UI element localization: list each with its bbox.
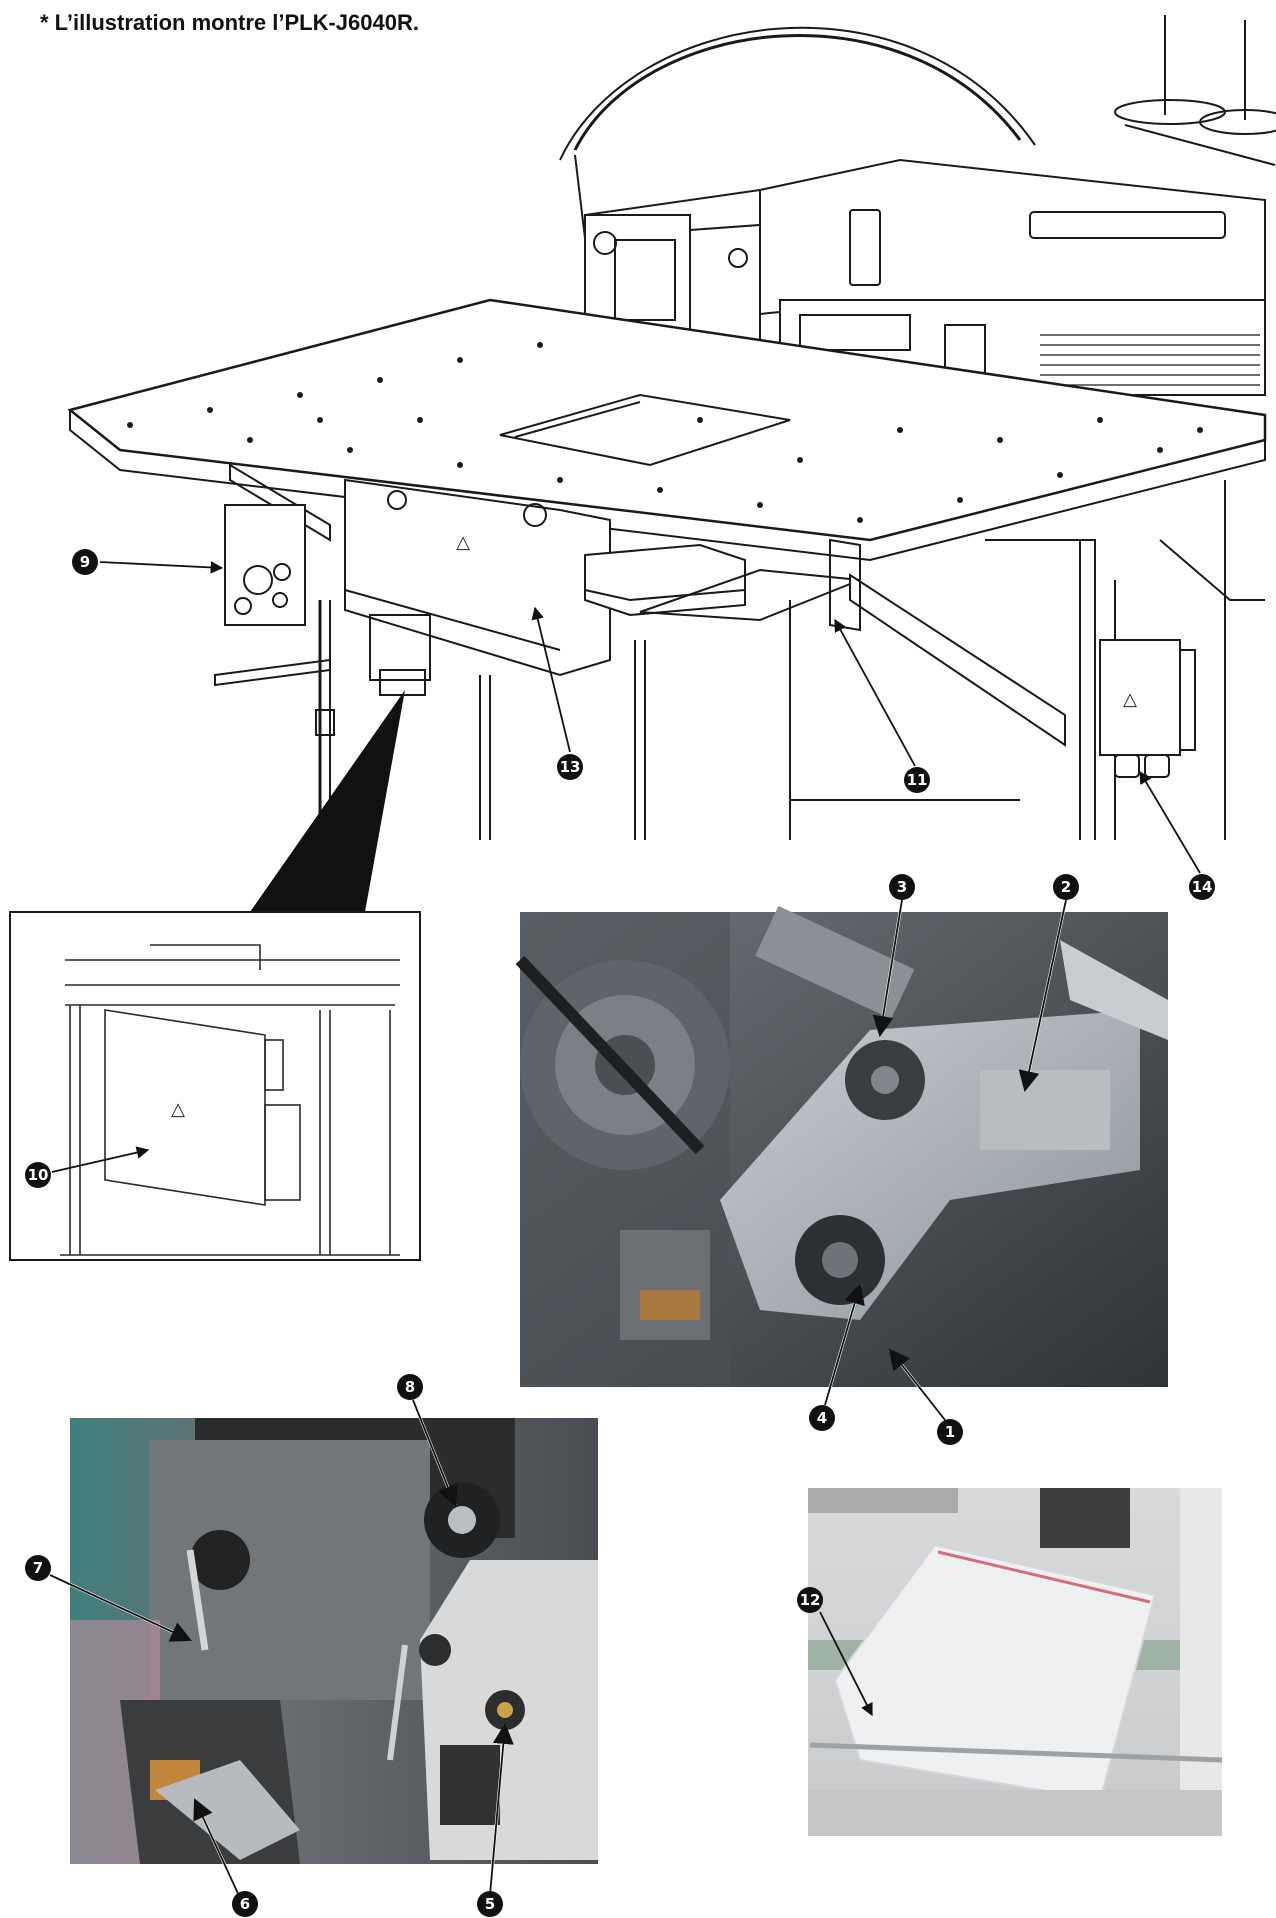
- warning-symbol-inset: △: [171, 1099, 185, 1120]
- zoom-wedge: [250, 690, 405, 912]
- warning-symbol-main: △: [456, 532, 470, 553]
- photo-hook-assembly: [515, 905, 1168, 1387]
- svg-text:12: 12: [800, 1591, 821, 1609]
- callout-8: 8: [397, 1374, 423, 1400]
- callout-1: 1: [937, 1419, 963, 1445]
- machine-line-drawing: [67, 15, 1276, 840]
- callout-6: 6: [232, 1891, 258, 1917]
- leader-lines: [49, 561, 1201, 1899]
- svg-text:2: 2: [1061, 878, 1071, 896]
- callout-4: 4: [809, 1405, 835, 1431]
- callout-11: 11: [904, 767, 930, 793]
- svg-text:10: 10: [28, 1166, 49, 1184]
- callout-2: 2: [1053, 874, 1079, 900]
- illustration-note: * L’illustration montre l’PLK-J6040R.: [40, 10, 419, 35]
- svg-text:11: 11: [907, 771, 928, 789]
- warning-symbol-right-box: △: [1123, 689, 1137, 710]
- callout-9: 9: [72, 549, 98, 575]
- svg-text:7: 7: [33, 1559, 43, 1577]
- callout-14: 14: [1189, 874, 1215, 900]
- svg-text:9: 9: [80, 553, 90, 571]
- inset-cabinet: △: [9, 911, 421, 1261]
- callout-10: 10: [25, 1162, 51, 1188]
- svg-text:3: 3: [897, 878, 907, 896]
- callout-12: 12: [797, 1587, 823, 1613]
- svg-text:4: 4: [817, 1409, 827, 1427]
- callout-13: 13: [557, 754, 583, 780]
- svg-text:5: 5: [485, 1895, 495, 1913]
- svg-text:6: 6: [240, 1895, 250, 1913]
- photo-trimmer-assembly: [70, 1418, 598, 1864]
- svg-text:13: 13: [560, 758, 581, 776]
- callout-3: 3: [889, 874, 915, 900]
- photo-waste-bag: [808, 1488, 1223, 1836]
- svg-text:1: 1: [945, 1423, 955, 1441]
- callout-5: 5: [477, 1891, 503, 1917]
- svg-text:8: 8: [405, 1378, 415, 1396]
- callout-7: 7: [25, 1555, 51, 1581]
- svg-text:14: 14: [1192, 878, 1213, 896]
